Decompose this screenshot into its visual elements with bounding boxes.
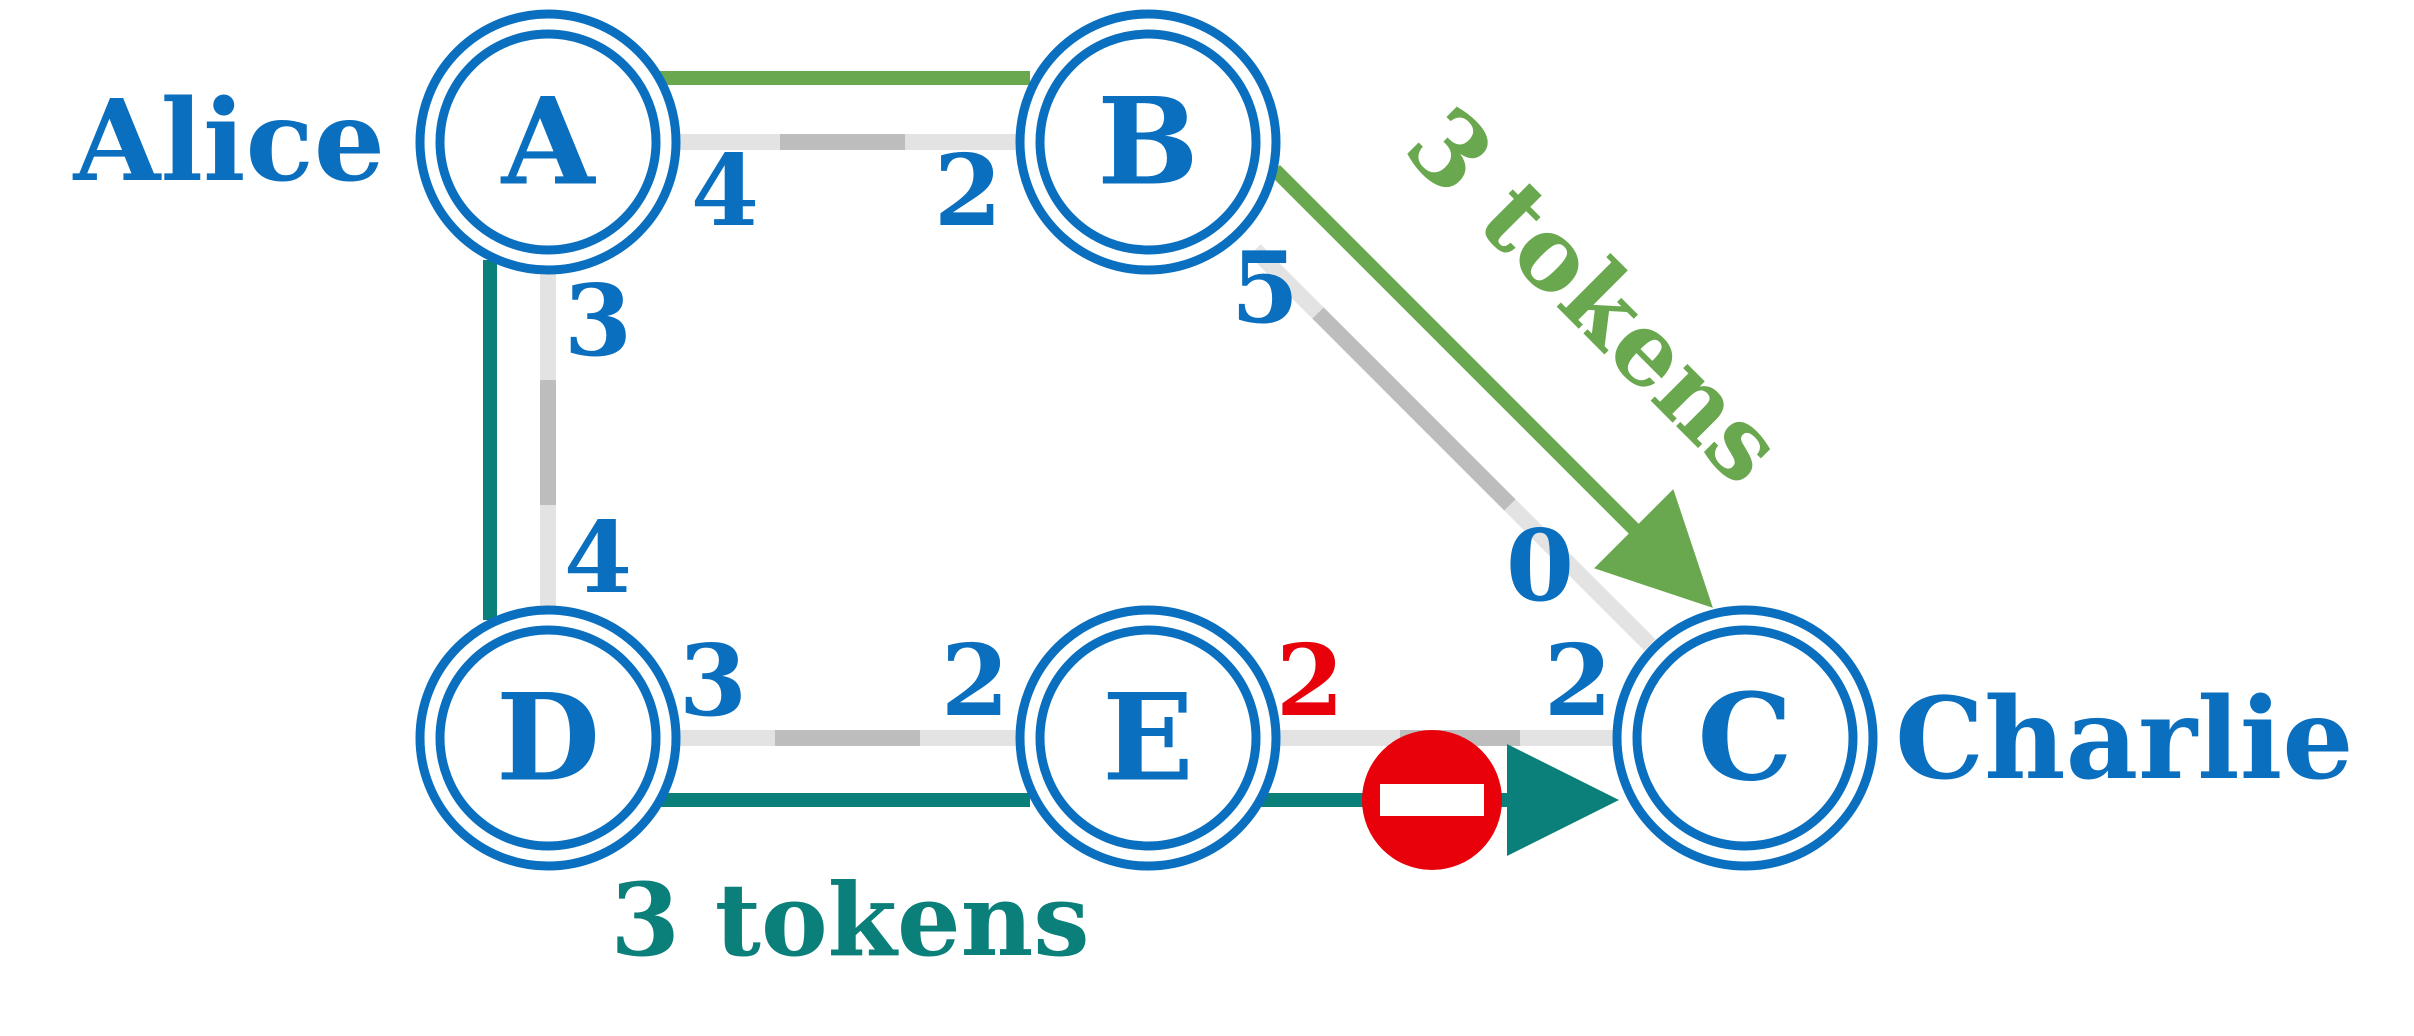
node-d-label: D [496, 668, 600, 809]
name-charlie: Charlie [1895, 674, 2354, 805]
balance-ec-e: 2 [1276, 624, 1344, 739]
balance-ec-c: 2 [1544, 624, 1612, 739]
path-bottom-label: 3 tokens [610, 861, 1089, 979]
balance-ad-d: 4 [564, 501, 632, 616]
channel-b-c [1249, 244, 1656, 651]
path-top-green [660, 71, 1713, 608]
node-a: A [415, 9, 681, 275]
node-e-label: E [1102, 668, 1193, 809]
node-b: B [1015, 9, 1281, 275]
balance-bc-b: 5 [1231, 231, 1299, 346]
node-c: C [1612, 605, 1878, 871]
node-c-label: C [1697, 668, 1793, 809]
node-d: D [415, 605, 681, 871]
node-a-label: A [500, 72, 596, 213]
name-alice: Alice [73, 76, 385, 207]
balance-ad-a: 3 [564, 264, 632, 379]
balance-de-d: 3 [679, 624, 747, 739]
balance-bc-c: 0 [1506, 509, 1574, 624]
node-e: E [1015, 605, 1281, 871]
balance-ab-b: 2 [934, 134, 1002, 249]
balance-ab-a: 4 [691, 134, 759, 249]
node-b-label: B [1097, 72, 1198, 213]
blocked-icon [1362, 730, 1502, 870]
balance-de-e: 2 [941, 624, 1009, 739]
